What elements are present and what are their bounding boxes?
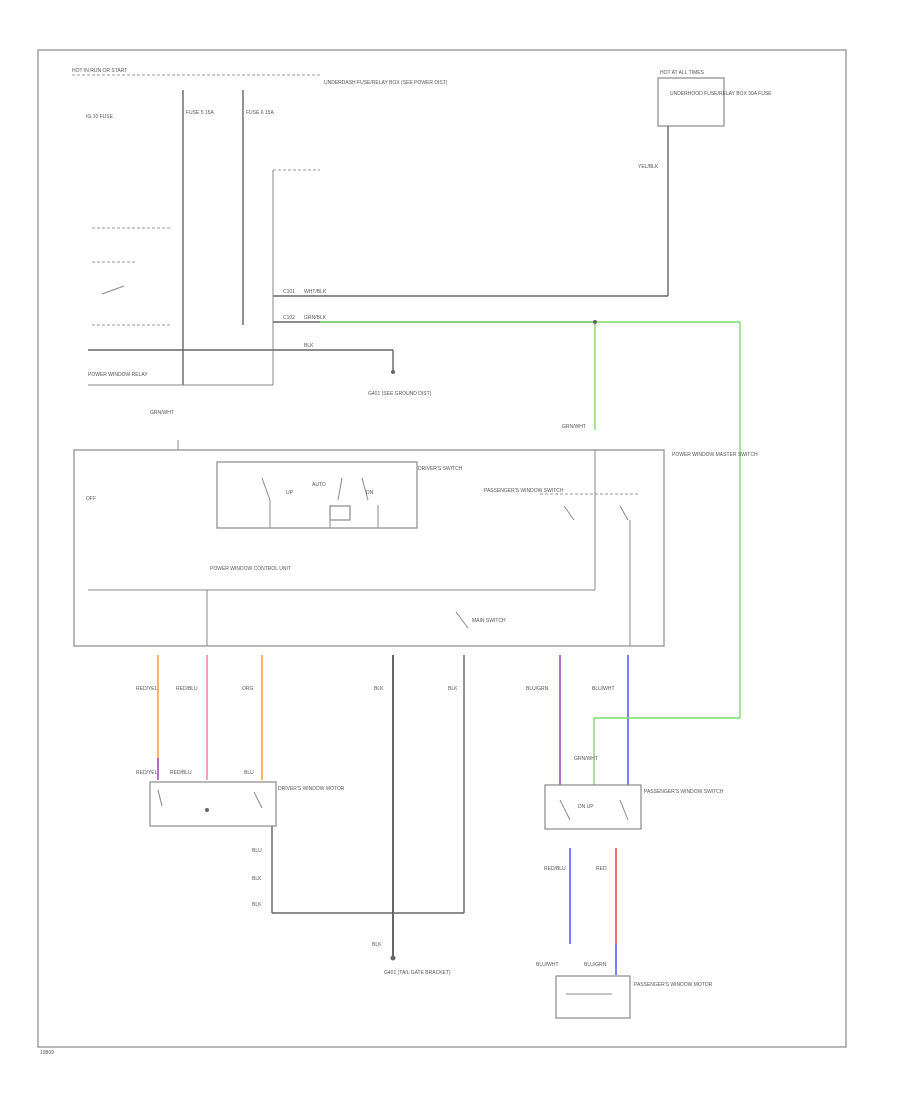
lock-switch: MAIN SWITCH	[472, 618, 506, 624]
wire-blu-grn2: BLU/GRN	[584, 962, 607, 968]
footer-code: 19809	[40, 1050, 54, 1056]
label-top-right: HOT AT ALL TIMES	[660, 70, 705, 76]
wire-red-pass: RED/BLU	[544, 866, 566, 872]
label-top-left: HOT IN RUN OR START	[72, 68, 127, 74]
lower-wiring: RED/YEL RED/BLU ORG BLK BLK BLU/GRN BLU/…	[136, 590, 740, 1019]
wire-red-blu1: RED/BLU	[176, 686, 198, 692]
master-switch-block: POWER WINDOW MASTER SWITCH DRIVER'S SWIT…	[73, 440, 758, 647]
master-switch-title: POWER WINDOW MASTER SWITCH	[672, 452, 758, 458]
label-top-center: UNDERDASH FUSE/RELAY BOX (SEE POWER DIST…	[324, 80, 448, 86]
passenger-motor-box	[555, 975, 631, 1019]
wire-grn-pass: GRN/WHT	[574, 756, 598, 762]
ground-bottom-wire: BLK	[372, 942, 382, 948]
left-relay-label: POWER WINDOW RELAY	[88, 372, 148, 378]
label-top-right-box: UNDERHOOD FUSE/RELAY BOX 30A FUSE	[670, 91, 772, 97]
control-unit: POWER WINDOW CONTROL UNIT	[210, 566, 291, 572]
wire-c: BLK	[304, 343, 314, 349]
wire-blu-grn: BLU/GRN	[526, 686, 549, 692]
underhood-fuse-box	[657, 77, 725, 127]
switch-up: UP	[286, 490, 294, 496]
wire-blk2: BLK	[252, 876, 262, 882]
wire-grn-left: GRN/WHT	[150, 410, 174, 416]
pass-switch-mid: DN UP	[578, 804, 594, 810]
diagram-frame	[37, 49, 847, 1048]
wire-b: GRN/BLK	[304, 315, 327, 321]
passenger-motor-switch: PASSENGER'S WINDOW SWITCH	[644, 789, 724, 795]
wire-grn-right: GRN/WHT	[562, 424, 586, 430]
switch-down: DN	[366, 490, 374, 496]
wire-red-yel1: RED/YEL	[136, 686, 158, 692]
switch-auto: AUTO	[312, 482, 326, 488]
wire-red-yel2: RED/YEL	[136, 770, 158, 776]
label-fuse-mid2: FUSE 6 15A	[246, 110, 274, 116]
wire-blk-mid1: BLK	[374, 686, 384, 692]
wire-red-blu2: RED/BLU	[170, 770, 192, 776]
left-side-text: OFF	[86, 496, 96, 502]
conn-a: C101	[283, 289, 295, 295]
wire-yel-top: YEL/BLK	[638, 164, 659, 170]
wire-blk-mid2: BLK	[448, 686, 458, 692]
conn-b: C102	[283, 315, 295, 321]
wire-blu-wht2: BLU/WHT	[536, 962, 559, 968]
driver-motor-label: DRIVER'S WINDOW MOTOR	[278, 786, 345, 792]
wire-a: WHT/BLK	[304, 289, 327, 295]
label-fuse-mid1: FUSE 5 15A	[186, 110, 214, 116]
wire-red: RED	[596, 866, 607, 872]
ground-bottom: G401 (TAIL GATE BRACKET)	[384, 970, 451, 976]
passenger-switch-box	[544, 784, 642, 830]
label-fuse-left: IG 10 FUSE	[86, 114, 114, 120]
top-power-section: HOT IN RUN OR START IG 10 FUSE FUSE 5 15…	[72, 68, 772, 718]
driver-motor-box	[149, 781, 277, 827]
wire-blu-wht: BLU/WHT	[592, 686, 615, 692]
passenger-motor: PASSENGER'S WINDOW MOTOR	[634, 982, 713, 988]
wire-blu: BLU	[244, 770, 254, 776]
wire-org: ORG	[242, 686, 254, 692]
wire-blk3: BLK	[252, 902, 262, 908]
ground-note: G401 (SEE GROUND DIST)	[368, 391, 432, 397]
passenger-switch-label: PASSENGER'S WINDOW SWITCH	[484, 488, 564, 494]
wire-blu2: BLU	[252, 848, 262, 854]
driver-switch-label: DRIVER'S SWITCH	[418, 466, 463, 472]
